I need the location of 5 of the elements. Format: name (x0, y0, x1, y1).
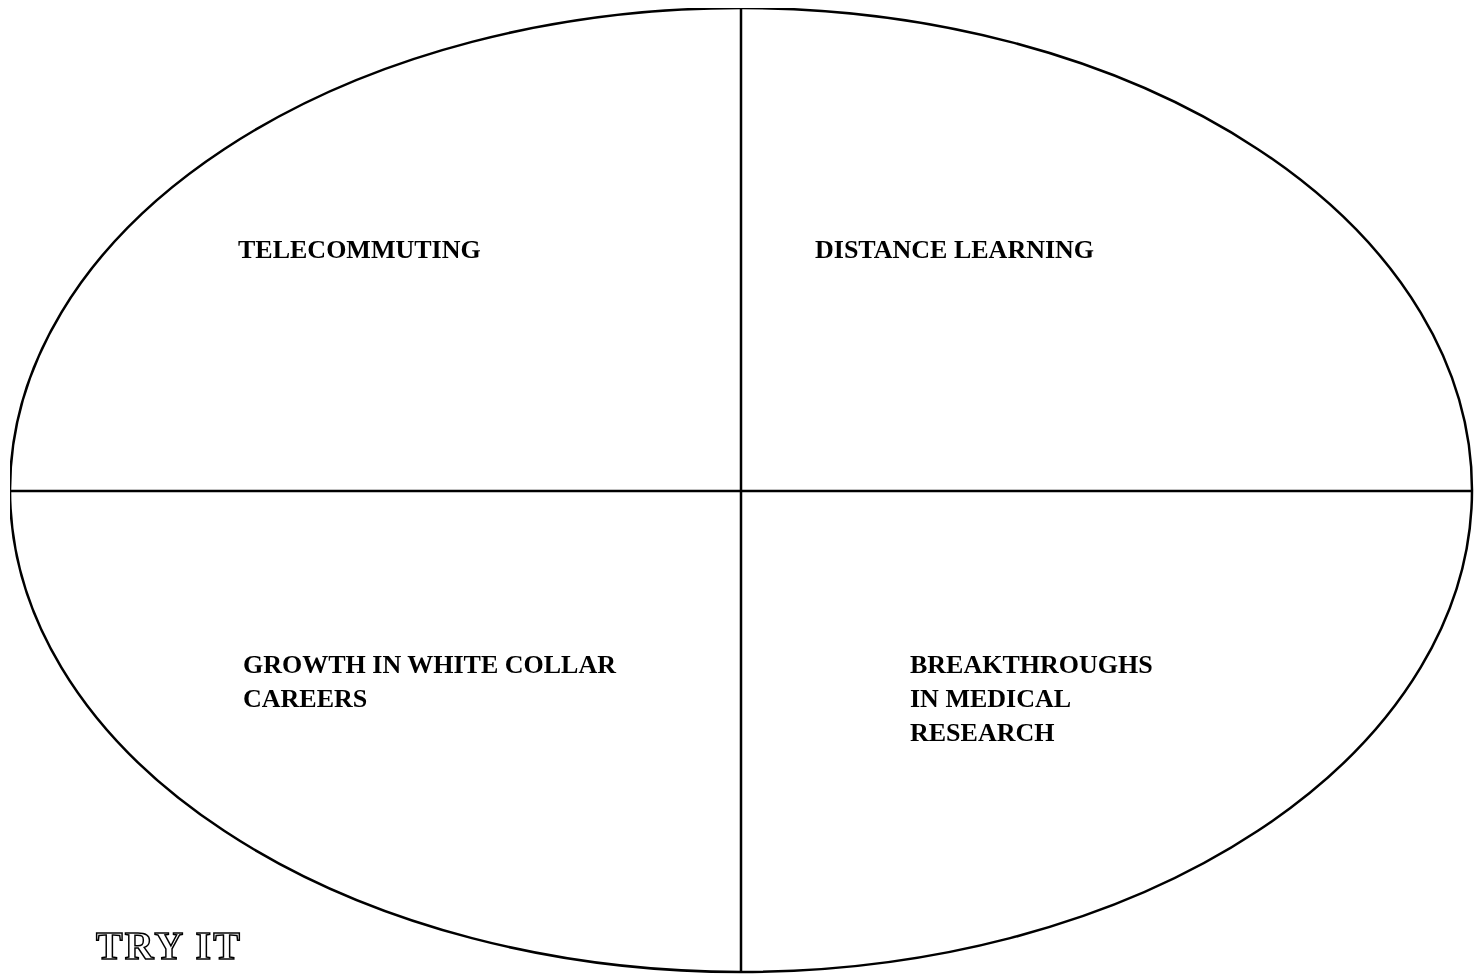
decorative-heading: TRY IT (96, 922, 242, 970)
quadrant-text: TELECOMMUTING (238, 233, 658, 267)
quadrant-text: DISTANCE LEARNING (815, 233, 1235, 267)
quadrant-text: GROWTH IN WHITE COLLAR CAREERS (243, 648, 713, 716)
quadrant-text: BREAKTHROUGHS IN MEDICAL RESEARCH (910, 648, 1160, 750)
